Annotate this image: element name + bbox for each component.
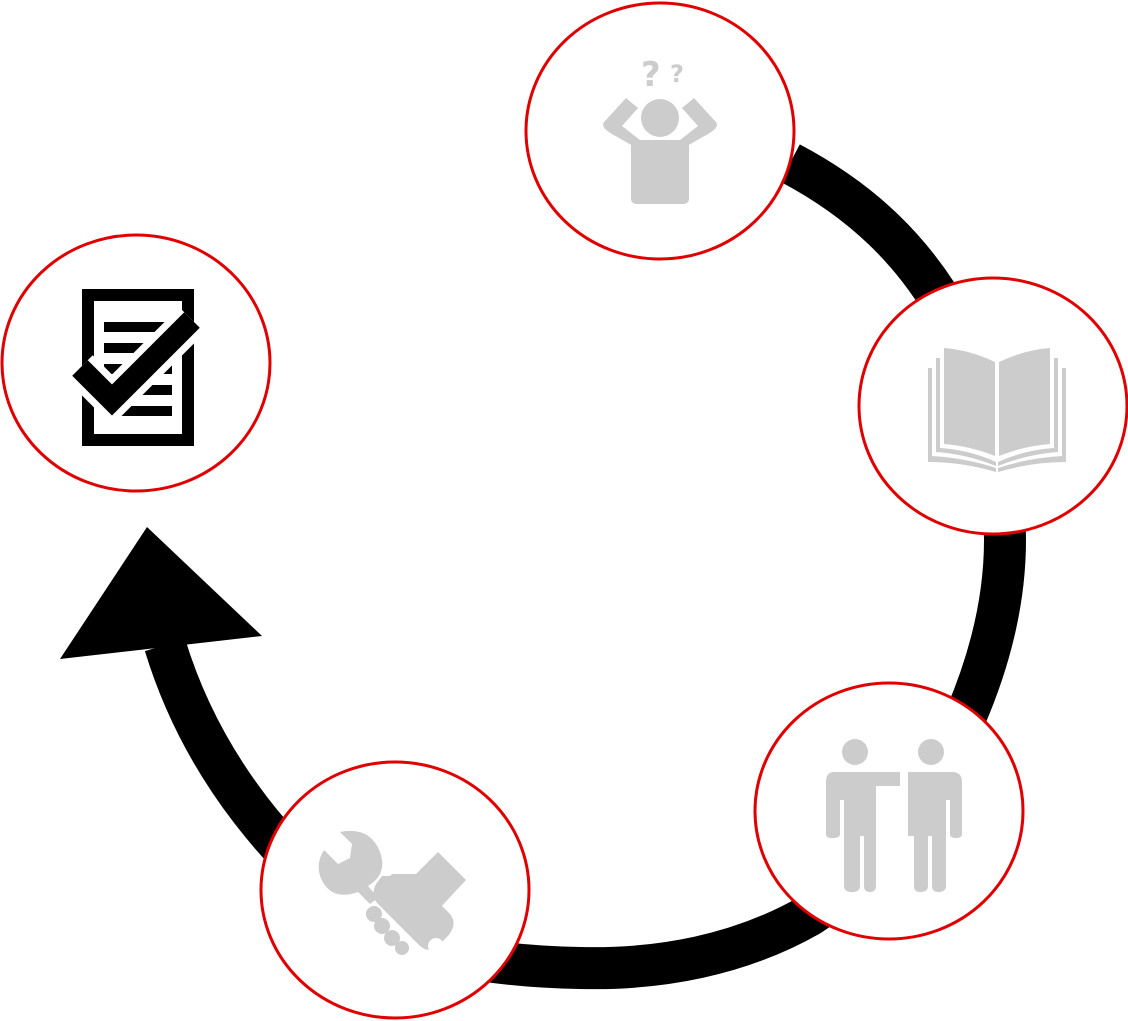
handshake-tools-icon: [318, 830, 466, 955]
node-circle: [753, 681, 1025, 941]
checklist-icon: [67, 289, 205, 446]
svg-text:?: ?: [641, 55, 661, 95]
two-people-icon: [826, 739, 962, 892]
cycle-node-5[interactable]: [0, 233, 272, 493]
cycle-node-3[interactable]: [753, 681, 1025, 941]
open-book-icon: [928, 348, 1066, 472]
cycle-node-4[interactable]: [259, 760, 531, 1020]
arrow-head: [60, 527, 262, 659]
svg-text:?: ?: [670, 60, 684, 88]
cycle-node-2[interactable]: [857, 276, 1128, 536]
cycle-node-1[interactable]: ? ?: [524, 1, 796, 261]
confused-person-icon: ? ?: [603, 55, 717, 204]
